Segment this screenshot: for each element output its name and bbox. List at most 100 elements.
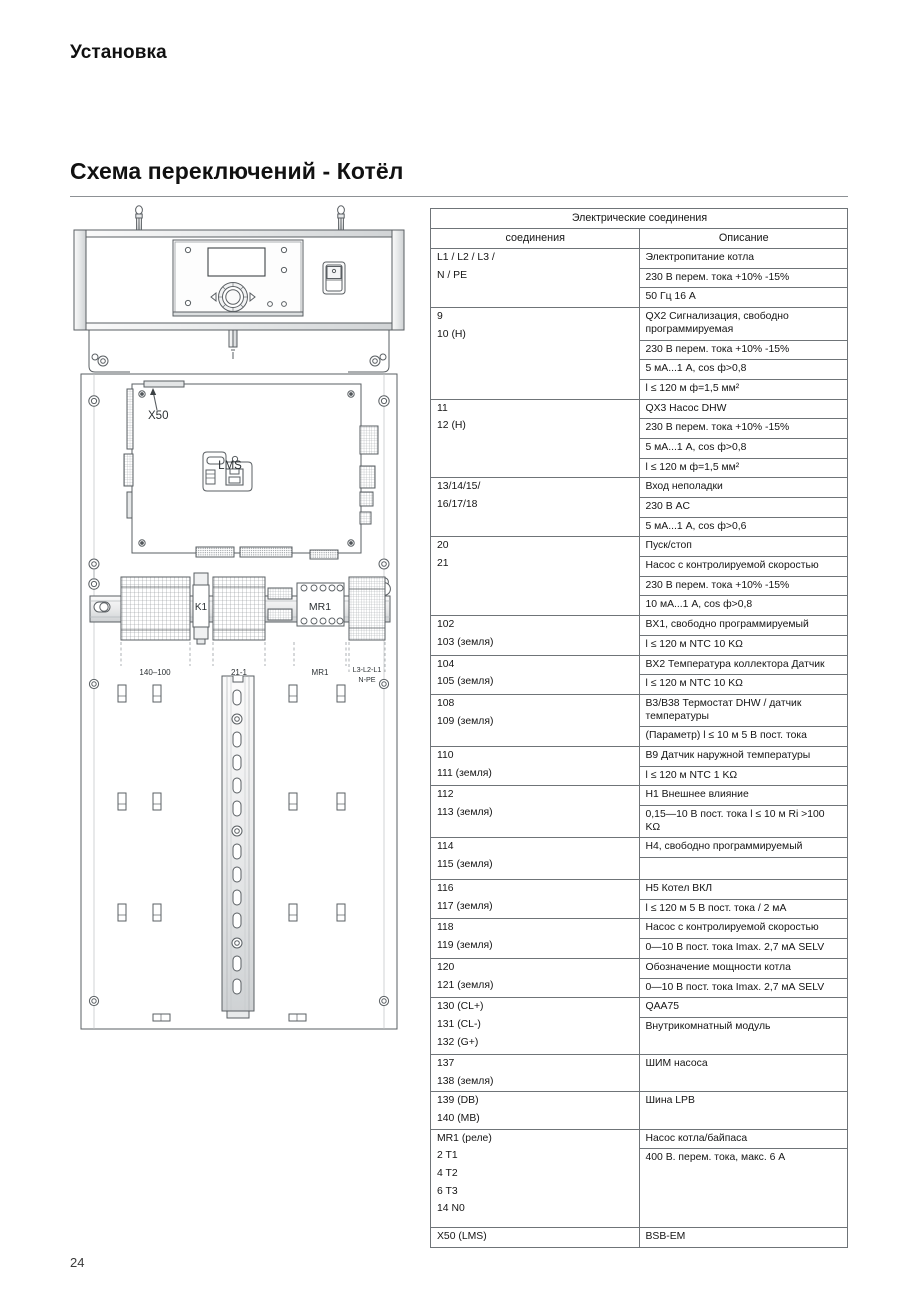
table-row: 112 113 (земля) H1 Внешнее влияние	[430, 785, 848, 839]
terminal-label: 16/17/18	[437, 499, 478, 511]
table-row: 0,15—10 В пост. тока l ≤ 10 м Ri >100 KΩ	[431, 805, 848, 839]
table-row: (Параметр) l ≤ 10 м 5 В пост. тока	[431, 726, 848, 747]
terminal-label: 12 (H)	[437, 420, 466, 432]
arrow-left-icon	[210, 291, 217, 303]
label-lms: LMS	[218, 460, 242, 472]
terminal-label: 115 (земля)	[437, 859, 493, 871]
row-description: 50 Гц 16 А	[638, 287, 848, 309]
table-row: Внутрикомнатный модуль	[431, 1016, 848, 1055]
row-description: 5 мА...1 A, cos ф>0,6	[638, 516, 848, 538]
table-row: 9 10 (H) QX2 Сигнализация, свободно прог…	[430, 307, 848, 400]
mounting-clips	[117, 684, 346, 1022]
row-terminals: 104 105 (земля)	[430, 654, 640, 695]
panel-button	[184, 246, 192, 254]
terminal-label: 109 (земля)	[437, 715, 494, 727]
table-row: l ≤ 120 м ф=1,5 мм²	[431, 378, 848, 400]
row-description: l ≤ 120 м NTC 10 KΩ	[638, 674, 848, 695]
row-terminals: 139 (DB) 140 (MB)	[430, 1091, 640, 1130]
row-terminals: 9 10 (H)	[430, 307, 640, 400]
edge-connector-right	[359, 511, 372, 525]
row-terminals: MR1 (реле) 2 T1 4 T2 6 T3 14 N0	[430, 1128, 640, 1229]
table-main-header-row: Электрические соединения	[430, 208, 848, 229]
vertical-din-rail	[221, 675, 255, 1019]
row-terminals: X50 (LMS)	[430, 1227, 640, 1249]
terminal-label: 9	[437, 311, 443, 323]
k1-contactor	[192, 572, 210, 645]
row-description: QAA75	[638, 997, 848, 1018]
bsb-connector-cluster	[202, 451, 253, 492]
control-panel	[172, 239, 304, 317]
running-head: Установка	[70, 42, 167, 63]
terminal-label: 132 (G+)	[437, 1036, 479, 1048]
table-row: 230 В AC	[431, 497, 848, 518]
mounting-brackets	[88, 330, 390, 373]
row-description: Пуск/стоп	[638, 536, 848, 558]
table-row: 230 В перем. тока +10% -15%	[431, 418, 848, 439]
row-description: Насос с контролируемой скоростью	[638, 918, 848, 940]
row-description: 10 мА...1 A, cos ф>0,8	[638, 595, 848, 617]
mounting-stud-right	[337, 205, 345, 231]
boiler-switching-diagram: X50 LMS K1 MR1 140–100 21-1 MR1 L3-L2-L1…	[70, 204, 418, 1036]
row-description: Шина LPB	[638, 1091, 848, 1130]
table-row: 108 109 (земля) B3/B38 Термостат DHW / д…	[430, 693, 848, 747]
electrical-connections-table: Электрические соединения соединения Опис…	[430, 208, 848, 1249]
row-description: 5 мА...1 A, cos ф>0,8	[638, 437, 848, 459]
row-description: 230 В перем. тока +10% -15%	[638, 418, 848, 439]
label-x50: X50	[148, 410, 168, 422]
table-row: 5 мА...1 A, cos ф>0,6	[431, 516, 848, 538]
row-description: 230 В перем. тока +10% -15%	[638, 575, 848, 597]
table-row	[431, 857, 848, 881]
terminal-label: 11	[437, 402, 448, 414]
row-description: (Параметр) l ≤ 10 м 5 В пост. тока	[638, 726, 848, 747]
row-terminals: 118 119 (земля)	[430, 918, 640, 959]
table-row: 230 В перем. тока +10% -15%	[431, 575, 848, 597]
edge-connector-bottom	[195, 546, 235, 558]
panel-button	[184, 299, 192, 307]
x50-callout	[150, 388, 158, 411]
rail-anchor-left	[88, 558, 100, 580]
title-divider	[70, 196, 848, 197]
row-description: QX2 Сигнализация, свободно программируем…	[638, 307, 848, 341]
terminal-label: 137	[437, 1057, 455, 1069]
row-description: Насос с контролируемой скоростью	[638, 556, 848, 577]
row-terminals: L1 / L2 / L3 / N / PE	[430, 248, 640, 309]
table-row: 230 В перем. тока +10% -15%	[431, 339, 848, 361]
table-row: 139 (DB) 140 (MB) Шина LPB	[430, 1091, 848, 1130]
mounting-stud-left	[135, 205, 143, 231]
terminal-label: 4 T2	[437, 1168, 458, 1180]
row-description: Вход неполадки	[638, 477, 848, 499]
edge-connector-left	[126, 388, 134, 450]
lms-board	[123, 380, 379, 560]
row-terminals: 102 103 (земля)	[430, 615, 640, 656]
terminal-label: L1 / L2 / L3 /	[437, 252, 495, 264]
table-row: 118 119 (земля) Насос с контролируемой с…	[430, 918, 848, 959]
row-terminals: 20 21	[430, 536, 640, 617]
row-description: 0—10 В пост. тока Imax. 2,7 мА SELV	[638, 938, 848, 959]
terminal-label: 120	[437, 961, 455, 973]
page-title: Схема переключений - Котёл	[70, 158, 404, 184]
table-row: 11 12 (H) QX3 Насос DHW	[430, 398, 848, 479]
rail-anchor-right	[378, 558, 390, 570]
terminal-label: 130 (CL+)	[437, 1001, 484, 1013]
row-terminals: 110 111 (земля)	[430, 745, 640, 787]
row-description: QX3 Насос DHW	[638, 398, 848, 420]
panel-button	[280, 246, 288, 254]
power-switch	[322, 261, 346, 295]
row-description: ШИМ насоса	[638, 1053, 848, 1093]
row-terminals: 112 113 (земля)	[430, 785, 640, 839]
rail-bolt	[231, 713, 243, 949]
cabinet-body	[80, 373, 398, 1030]
terminal-label: 20	[437, 540, 449, 552]
row-description: Обозначение мощности котла	[638, 957, 848, 979]
row-description: Электропитание котла	[638, 248, 848, 269]
column-header-terminals: соединения	[430, 227, 640, 250]
table-row: 20 21 Пуск/стоп	[430, 536, 848, 617]
table-row: 130 (CL+) 131 (CL-) 132 (G+) QAA75	[430, 997, 848, 1055]
table-main-header: Электрические соединения	[430, 208, 848, 229]
terminal-label: 6 T3	[437, 1185, 458, 1197]
terminal-label: 118	[437, 922, 454, 934]
label-rail-npe: N-PE	[358, 675, 375, 684]
label-rail-21-1: 21-1	[231, 668, 248, 677]
row-terminals: 120 121 (земля)	[430, 957, 640, 999]
row-description: l ≤ 120 м ф=1,5 мм²	[638, 457, 848, 479]
